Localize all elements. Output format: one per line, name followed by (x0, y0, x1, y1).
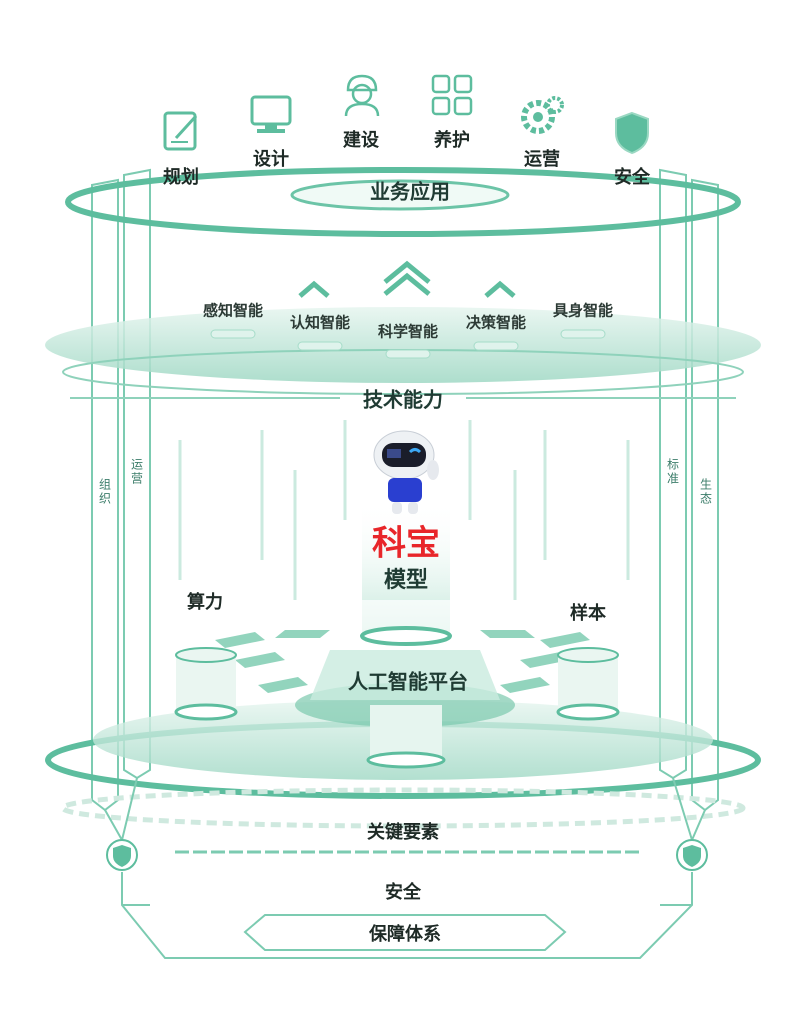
sample-cylinder (556, 647, 620, 721)
sample-label: 样本 (570, 603, 606, 624)
ai-platform-title: 人工智能平台 (348, 669, 468, 694)
shield-icon (613, 111, 651, 159)
gears-icon (521, 95, 565, 139)
business-applications-title: 业务应用 (370, 179, 450, 204)
technical-capability-title: 技术能力 (363, 387, 443, 412)
compute-label: 算力 (187, 592, 223, 613)
capability-perception: 感知智能 (202, 301, 264, 320)
model-cylinder (360, 600, 452, 769)
pillar-standard: 标准 (665, 458, 680, 486)
business-ring (65, 167, 741, 237)
app-label-design: 设计 (253, 149, 289, 170)
app-label-maintenance: 养护 (434, 130, 470, 151)
guarantee-system-label: 保障体系 (369, 924, 441, 945)
edit-document-icon (162, 110, 202, 156)
capability-cognition: 认知智能 (289, 313, 351, 332)
pillar-organization: 组织 (97, 478, 112, 506)
capability-embodied: 具身智能 (552, 301, 614, 320)
monitor-icon (249, 94, 293, 140)
shield-badge-left (106, 839, 138, 871)
capability-science: 科学智能 (377, 322, 439, 341)
capability-decision: 决策智能 (465, 313, 527, 332)
security-label: 安全 (385, 882, 421, 903)
app-label-construction: 建设 (343, 130, 379, 151)
pillar-ecology: 生态 (698, 478, 713, 506)
app-label-security: 安全 (614, 167, 650, 188)
robot-mascot (373, 430, 439, 514)
key-elements-label: 关键要素 (367, 822, 439, 843)
model-name: 模型 (383, 568, 429, 593)
capability-pills (210, 329, 606, 359)
app-label-operation: 运营 (524, 149, 560, 170)
capability-chevrons (298, 260, 516, 298)
side-pillars (91, 168, 719, 812)
compute-cylinder (174, 647, 238, 721)
worker-icon (340, 72, 384, 122)
app-label-planning: 规划 (163, 167, 199, 188)
grid-icon (431, 74, 473, 120)
model-brand: 科宝 (372, 523, 440, 564)
shield-badge-right (676, 839, 708, 871)
pillar-operation: 运营 (129, 458, 144, 486)
